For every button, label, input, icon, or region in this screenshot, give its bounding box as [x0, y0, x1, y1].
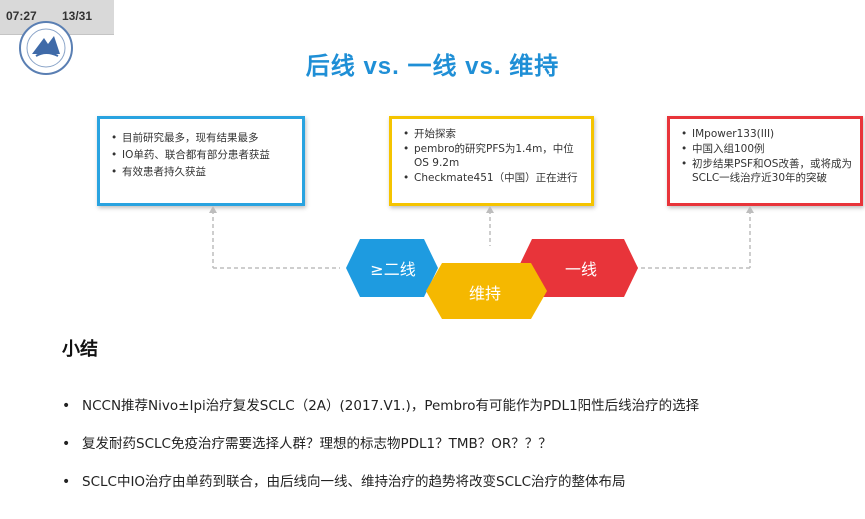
summary-item: NCCN推荐Nivo±Ipi治疗复发SCLC（2A）(2017.V1.)，Pem…	[60, 396, 850, 434]
maintenance-hexagon	[426, 263, 547, 319]
first-line-label: 一线	[564, 260, 597, 279]
list-item: Checkmate451（中国）正在进行	[403, 171, 583, 185]
second-line-hexagon	[346, 239, 438, 297]
maintenance-info-box: 开始探索 pembro的研究PFS为1.4m，中位OS 9.2m Checkma…	[389, 116, 594, 206]
first-line-hexagon	[518, 239, 638, 297]
summary-item: SCLC中IO治疗由单药到联合，由后线向一线、维持治疗的趋势将改变SCLC治疗的…	[60, 472, 850, 510]
maintenance-label: 维持	[468, 284, 501, 303]
summary-list: NCCN推荐Nivo±Ipi治疗复发SCLC（2A）(2017.V1.)，Pem…	[60, 396, 850, 510]
summary-item: 复发耐药SCLC免疫治疗需要选择人群？理想的标志物PDL1？TMB？OR？？？	[60, 434, 850, 472]
list-item: 目前研究最多，现有结果最多	[111, 131, 294, 145]
second-line-label: ≥二线	[370, 260, 416, 279]
summary-heading: 小结	[62, 339, 98, 360]
institution-seal-icon	[19, 21, 73, 75]
page-counter: 13/31	[62, 9, 93, 23]
list-item: IO单药、联合都有部分患者获益	[111, 148, 294, 162]
list-item: 有效患者持久获益	[111, 165, 294, 179]
slide-title: 后线 vs. 一线 vs. 维持	[305, 53, 560, 80]
list-item: 开始探索	[403, 127, 583, 141]
second-line-info-box: 目前研究最多，现有结果最多 IO单药、联合都有部分患者获益 有效患者持久获益	[97, 116, 305, 206]
list-item: 中国入组100例	[681, 142, 852, 156]
first-line-info-box: IMpower133(III) 中国入组100例 初步结果PSF和OS改善，或将…	[667, 116, 863, 206]
list-item: IMpower133(III)	[681, 127, 852, 141]
list-item: pembro的研究PFS为1.4m，中位OS 9.2m	[403, 142, 583, 170]
list-item: 初步结果PSF和OS改善，或将成为SCLC一线治疗近30年的突破	[681, 157, 852, 185]
clock-time: 07:27	[6, 9, 37, 23]
